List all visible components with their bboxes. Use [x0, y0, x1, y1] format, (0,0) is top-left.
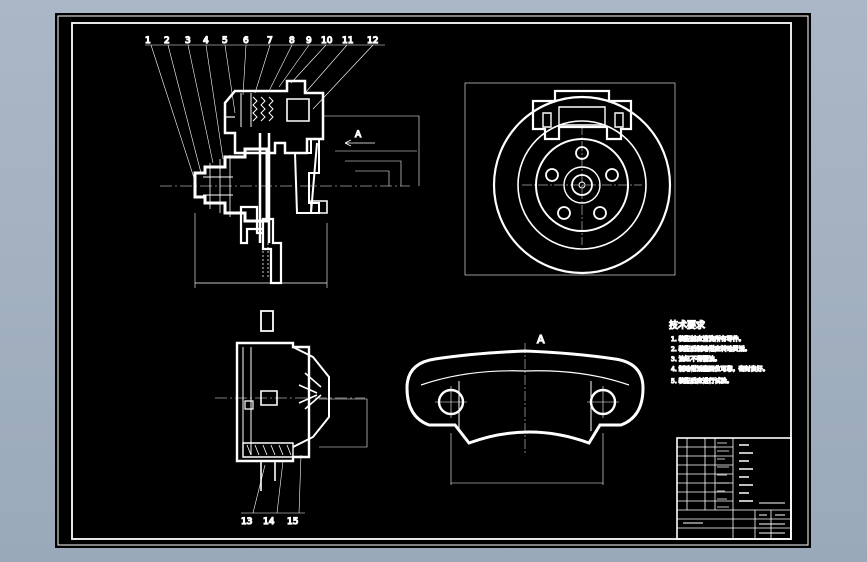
balloon-4: 4 [203, 36, 209, 46]
disc-front-view [464, 82, 676, 276]
section-marker-label: A [355, 130, 362, 140]
balloon-8: 8 [289, 36, 295, 46]
caliper-side-view [215, 310, 368, 514]
outer-border [57, 15, 809, 546]
balloon-2: 2 [164, 36, 170, 46]
balloon-14: 14 [263, 517, 275, 527]
balloon-7: 7 [267, 36, 273, 46]
balloon-15: 15 [287, 517, 298, 527]
balloon-5: 5 [222, 36, 228, 46]
notes-item-3: 3. 油缸不得漏油。 [671, 355, 721, 363]
title-block [676, 437, 792, 540]
technical-notes: 技术要求 1. 装配前应清洗所有零件。 2. 装配后制动钳应转动灵活。 3. 油… [668, 318, 769, 385]
balloon-12: 12 [367, 36, 378, 46]
balloon-1: 1 [145, 36, 151, 46]
notes-item-1: 1. 装配前应清洗所有零件。 [671, 335, 745, 343]
notes-item-2: 2. 装配后制动钳应转动灵活。 [671, 345, 751, 353]
inner-border [71, 22, 792, 540]
balloon-9: 9 [306, 36, 312, 46]
cad-drawing: 1 2 3 4 5 6 7 8 9 10 11 12 A [57, 15, 809, 546]
view-a-pad [405, 343, 645, 485]
drawing-sheet: 1 2 3 4 5 6 7 8 9 10 11 12 A [55, 13, 811, 548]
notes-heading: 技术要求 [669, 319, 705, 331]
view-a-label: A [537, 333, 545, 346]
balloon-11: 11 [342, 36, 353, 46]
balloon-6: 6 [243, 36, 249, 46]
balloon-10: 10 [321, 36, 333, 46]
balloon-3: 3 [185, 36, 191, 46]
caliper-section-view [145, 44, 420, 288]
balloon-13: 13 [241, 517, 252, 527]
notes-item-4: 4. 制动钳活塞回位可靠，密封良好。 [671, 365, 769, 373]
notes-item-5: 5. 装配后应进行试验。 [671, 377, 733, 385]
